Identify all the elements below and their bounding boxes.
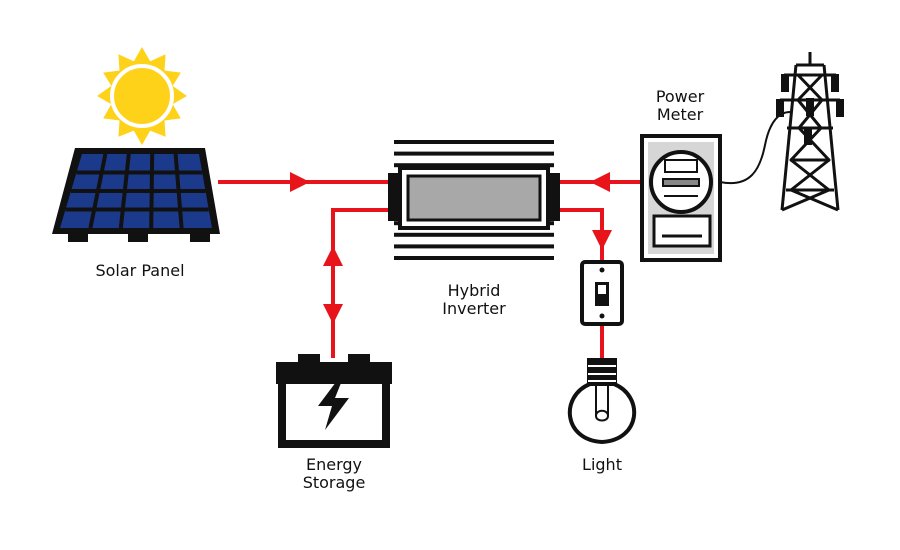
inverter-fin xyxy=(394,256,554,260)
label-hybrid-inverter: Hybrid Inverter xyxy=(414,282,534,318)
tower-insulators xyxy=(776,74,844,145)
arrow-down-light xyxy=(592,230,612,250)
arrow-left xyxy=(590,172,610,192)
arrow-down xyxy=(323,304,343,324)
grid-cable xyxy=(719,111,791,185)
battery-icon xyxy=(276,354,392,448)
transmission-tower-icon xyxy=(780,52,840,212)
label-power-meter-line2: Meter xyxy=(656,105,704,124)
label-energy-storage: Energy Storage xyxy=(284,456,384,492)
label-energy-storage-line2: Storage xyxy=(302,473,366,492)
arrow-right xyxy=(290,172,310,192)
wire-battery-to-inverter xyxy=(331,208,390,358)
label-power-meter: Power Meter xyxy=(640,88,720,124)
inverter-fin xyxy=(394,232,554,237)
label-energy-storage-line1: Energy xyxy=(305,455,362,474)
inverter-icon xyxy=(388,140,560,260)
label-hybrid-inverter-line1: Hybrid xyxy=(447,281,501,300)
label-solar-panel: Solar Panel xyxy=(95,261,185,280)
label-light: Light xyxy=(582,455,622,474)
solar-panel-icon xyxy=(52,148,220,242)
light-bulb-icon xyxy=(567,358,637,445)
inverter-fin xyxy=(394,244,554,249)
label-power-meter-line1: Power xyxy=(655,87,705,106)
arrows xyxy=(290,172,612,324)
sun-icon xyxy=(97,46,187,146)
label-hybrid-inverter-line2: Inverter xyxy=(442,299,506,318)
power-meter-icon xyxy=(640,134,722,262)
inverter-fin xyxy=(394,140,554,144)
light-switch-icon xyxy=(580,260,624,326)
inverter-fin xyxy=(394,163,554,168)
inverter-fin xyxy=(394,151,554,156)
arrow-up xyxy=(323,246,343,266)
